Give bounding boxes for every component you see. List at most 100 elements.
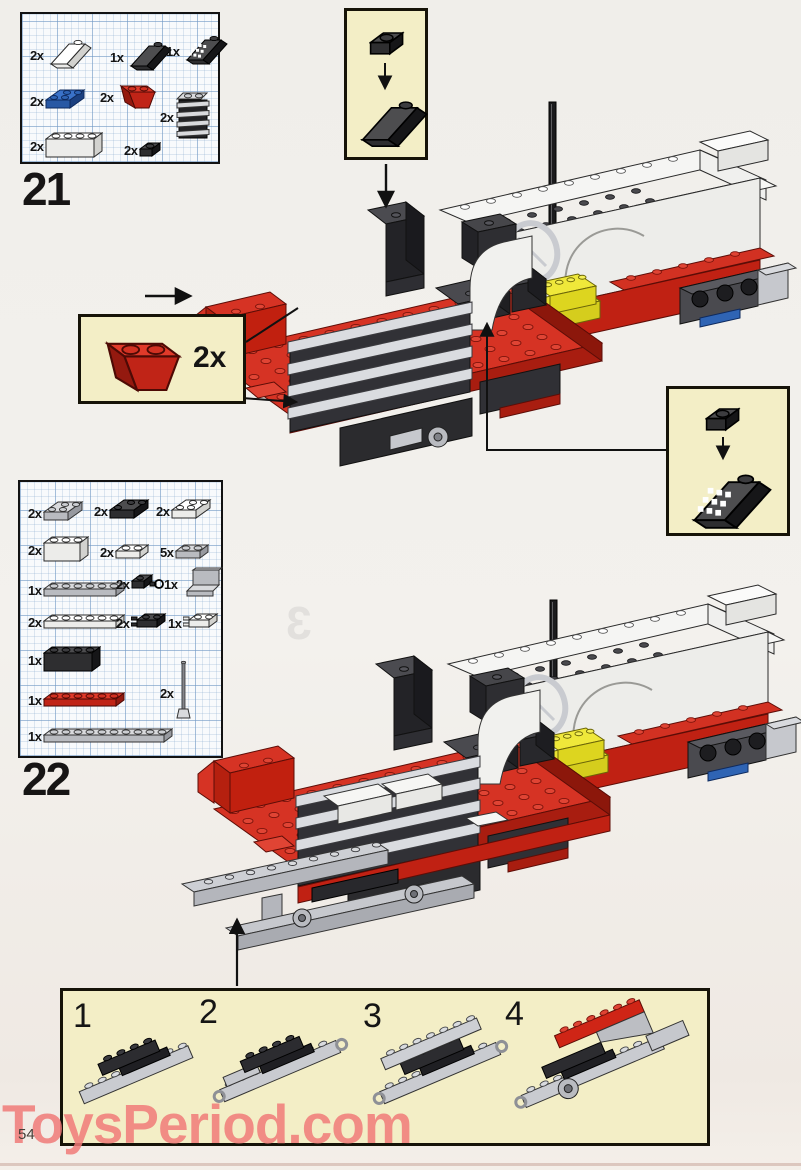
down-arrow-icon xyxy=(377,63,393,91)
black-clip-horizontal-icon xyxy=(130,610,173,637)
step22-number: 22 xyxy=(22,753,71,805)
part-grey-plate-1x10: 1x xyxy=(28,724,174,749)
step22-parts-box: 2x 2x 2x 2x 2x 5x 1x 2x 1x 2x 2x 1x 1x 1x 1x 2x xyxy=(18,480,225,758)
part-count: 2x xyxy=(28,542,42,558)
step22-model-illustration xyxy=(180,588,794,951)
part-count: 1x xyxy=(166,44,180,59)
blue-plate-2x2-icon xyxy=(44,86,87,117)
part-count: 2x xyxy=(160,686,174,701)
substep-4-number: 4 xyxy=(505,995,524,1033)
part-count: 2x xyxy=(116,577,130,592)
black-clip-plate-icon xyxy=(130,570,165,599)
white-plate-1x2-icon xyxy=(114,540,150,565)
substep-1-illustration xyxy=(78,1037,194,1105)
part-count: 2x xyxy=(94,504,108,519)
part-grey-plate-1x2: 5x xyxy=(160,540,210,565)
substep-3-illustration xyxy=(372,1015,509,1105)
down-arrow-icon xyxy=(715,437,731,461)
part-count: 1x xyxy=(28,652,42,668)
part-black-corner-plate-2x2: 2x xyxy=(94,496,151,527)
part-blue-plate-2x2: 2x xyxy=(30,86,87,117)
substep-3-number: 3 xyxy=(363,997,382,1035)
watermark: ToysPeriod.com xyxy=(2,1093,413,1155)
part-grey-plate-2x2: 2x xyxy=(28,498,85,529)
grey-grille-stack-icon xyxy=(175,88,215,147)
part-black-brick-1x4: 1x xyxy=(28,642,102,678)
grey-plate-1x2-icon xyxy=(174,540,210,565)
part-count: 2x xyxy=(28,615,42,630)
part-count: 1x xyxy=(168,616,182,631)
part-count: 2x xyxy=(100,90,114,105)
part-red-plate-1x6: 1x xyxy=(28,688,126,713)
black-plate-1x1-icon xyxy=(138,138,162,163)
part-count: 2x xyxy=(124,143,138,158)
scan-edge-line xyxy=(0,1163,801,1166)
white-clip-plate-icon xyxy=(182,610,225,637)
part-count: 1x xyxy=(28,693,42,708)
part-count: 2x xyxy=(100,545,114,560)
part-grey-panel: 1x xyxy=(164,566,225,603)
part-red-inverted-slope: 2x xyxy=(100,78,161,117)
part-count: 2x xyxy=(30,94,44,109)
white-plate-2x2-icon xyxy=(170,496,213,527)
part-count: 1x xyxy=(110,50,124,65)
part-count: 2x xyxy=(30,138,44,154)
black-plate-1x1-icon xyxy=(368,25,406,65)
part-white-plate-2x2: 2x xyxy=(156,496,213,527)
page-number: 54 xyxy=(18,1126,35,1143)
part-black-slope: 1x xyxy=(110,38,173,77)
white-plate-1x6-icon xyxy=(42,610,126,635)
black-slope-icon xyxy=(353,95,430,157)
grey-plate-1x6-icon xyxy=(42,578,126,603)
part-count: 5x xyxy=(160,545,174,560)
white-slope-icon xyxy=(45,36,93,75)
part-count: 2x xyxy=(116,616,130,631)
red-inverted-slope-icon xyxy=(115,78,161,117)
grey-plate-1x10-icon xyxy=(42,724,174,749)
part-count: 2x xyxy=(160,110,174,125)
part-white-clip-plate: 1x xyxy=(168,610,225,637)
black-plate-1x1-icon xyxy=(704,401,742,441)
callout-count: 2x xyxy=(193,341,227,374)
part-white-brick-1x3: 2x xyxy=(28,532,90,568)
step21-number: 21 xyxy=(22,163,71,215)
part-black-plate-1x1: 2x xyxy=(124,138,162,163)
substep-2-illustration xyxy=(212,1035,349,1103)
part-black-slope-keypad: 1x xyxy=(166,32,229,71)
step21-inset-top xyxy=(344,8,428,160)
substep-2-number: 2 xyxy=(199,993,218,1031)
part-white-brick-1x4: 2x xyxy=(30,128,104,164)
step21-parts-box: 2x 1x 1x 2x 2x 2x 2x 2x xyxy=(20,12,229,164)
part-black-clip-plate: 2x xyxy=(116,570,165,599)
part-white-slope: 2x xyxy=(30,36,93,75)
black-slope-icon xyxy=(125,38,173,77)
part-black-clip-horizontal: 2x xyxy=(116,610,173,637)
substeps-box: 1 2 3 xyxy=(60,988,710,1146)
red-inverted-slope-icon xyxy=(95,327,192,409)
grey-plate-2x2-icon xyxy=(42,498,85,529)
part-grey-grille-stack: 2x xyxy=(160,88,215,147)
part-grey-antenna: 2x xyxy=(160,660,193,727)
grey-antenna-icon xyxy=(175,660,193,727)
white-brick-1x4-icon xyxy=(44,128,104,164)
part-white-plate-1x2: 2x xyxy=(100,540,150,565)
part-count: 2x xyxy=(156,504,170,519)
part-count: 2x xyxy=(30,48,44,63)
part-grey-plate-1x6: 1x xyxy=(28,578,126,603)
step21-red-slope-callout: 2x xyxy=(78,314,246,404)
step21-inset-phone xyxy=(666,386,790,536)
substep-1-number: 1 xyxy=(73,997,92,1035)
part-count: 1x xyxy=(28,583,42,598)
grey-panel-icon xyxy=(179,566,225,603)
black-slope-keypad-icon xyxy=(181,32,229,71)
red-plate-1x6-icon xyxy=(42,688,126,713)
black-brick-1x4-icon xyxy=(42,642,102,678)
substep-4-illustration xyxy=(514,998,690,1109)
white-brick-1x3-icon xyxy=(42,532,90,568)
part-count: 2x xyxy=(28,506,42,521)
part-count: 1x xyxy=(28,729,42,744)
black-slope-keypad-icon xyxy=(683,467,774,541)
black-corner-plate-2x2-icon xyxy=(108,496,151,527)
part-count: 1x xyxy=(164,577,178,592)
